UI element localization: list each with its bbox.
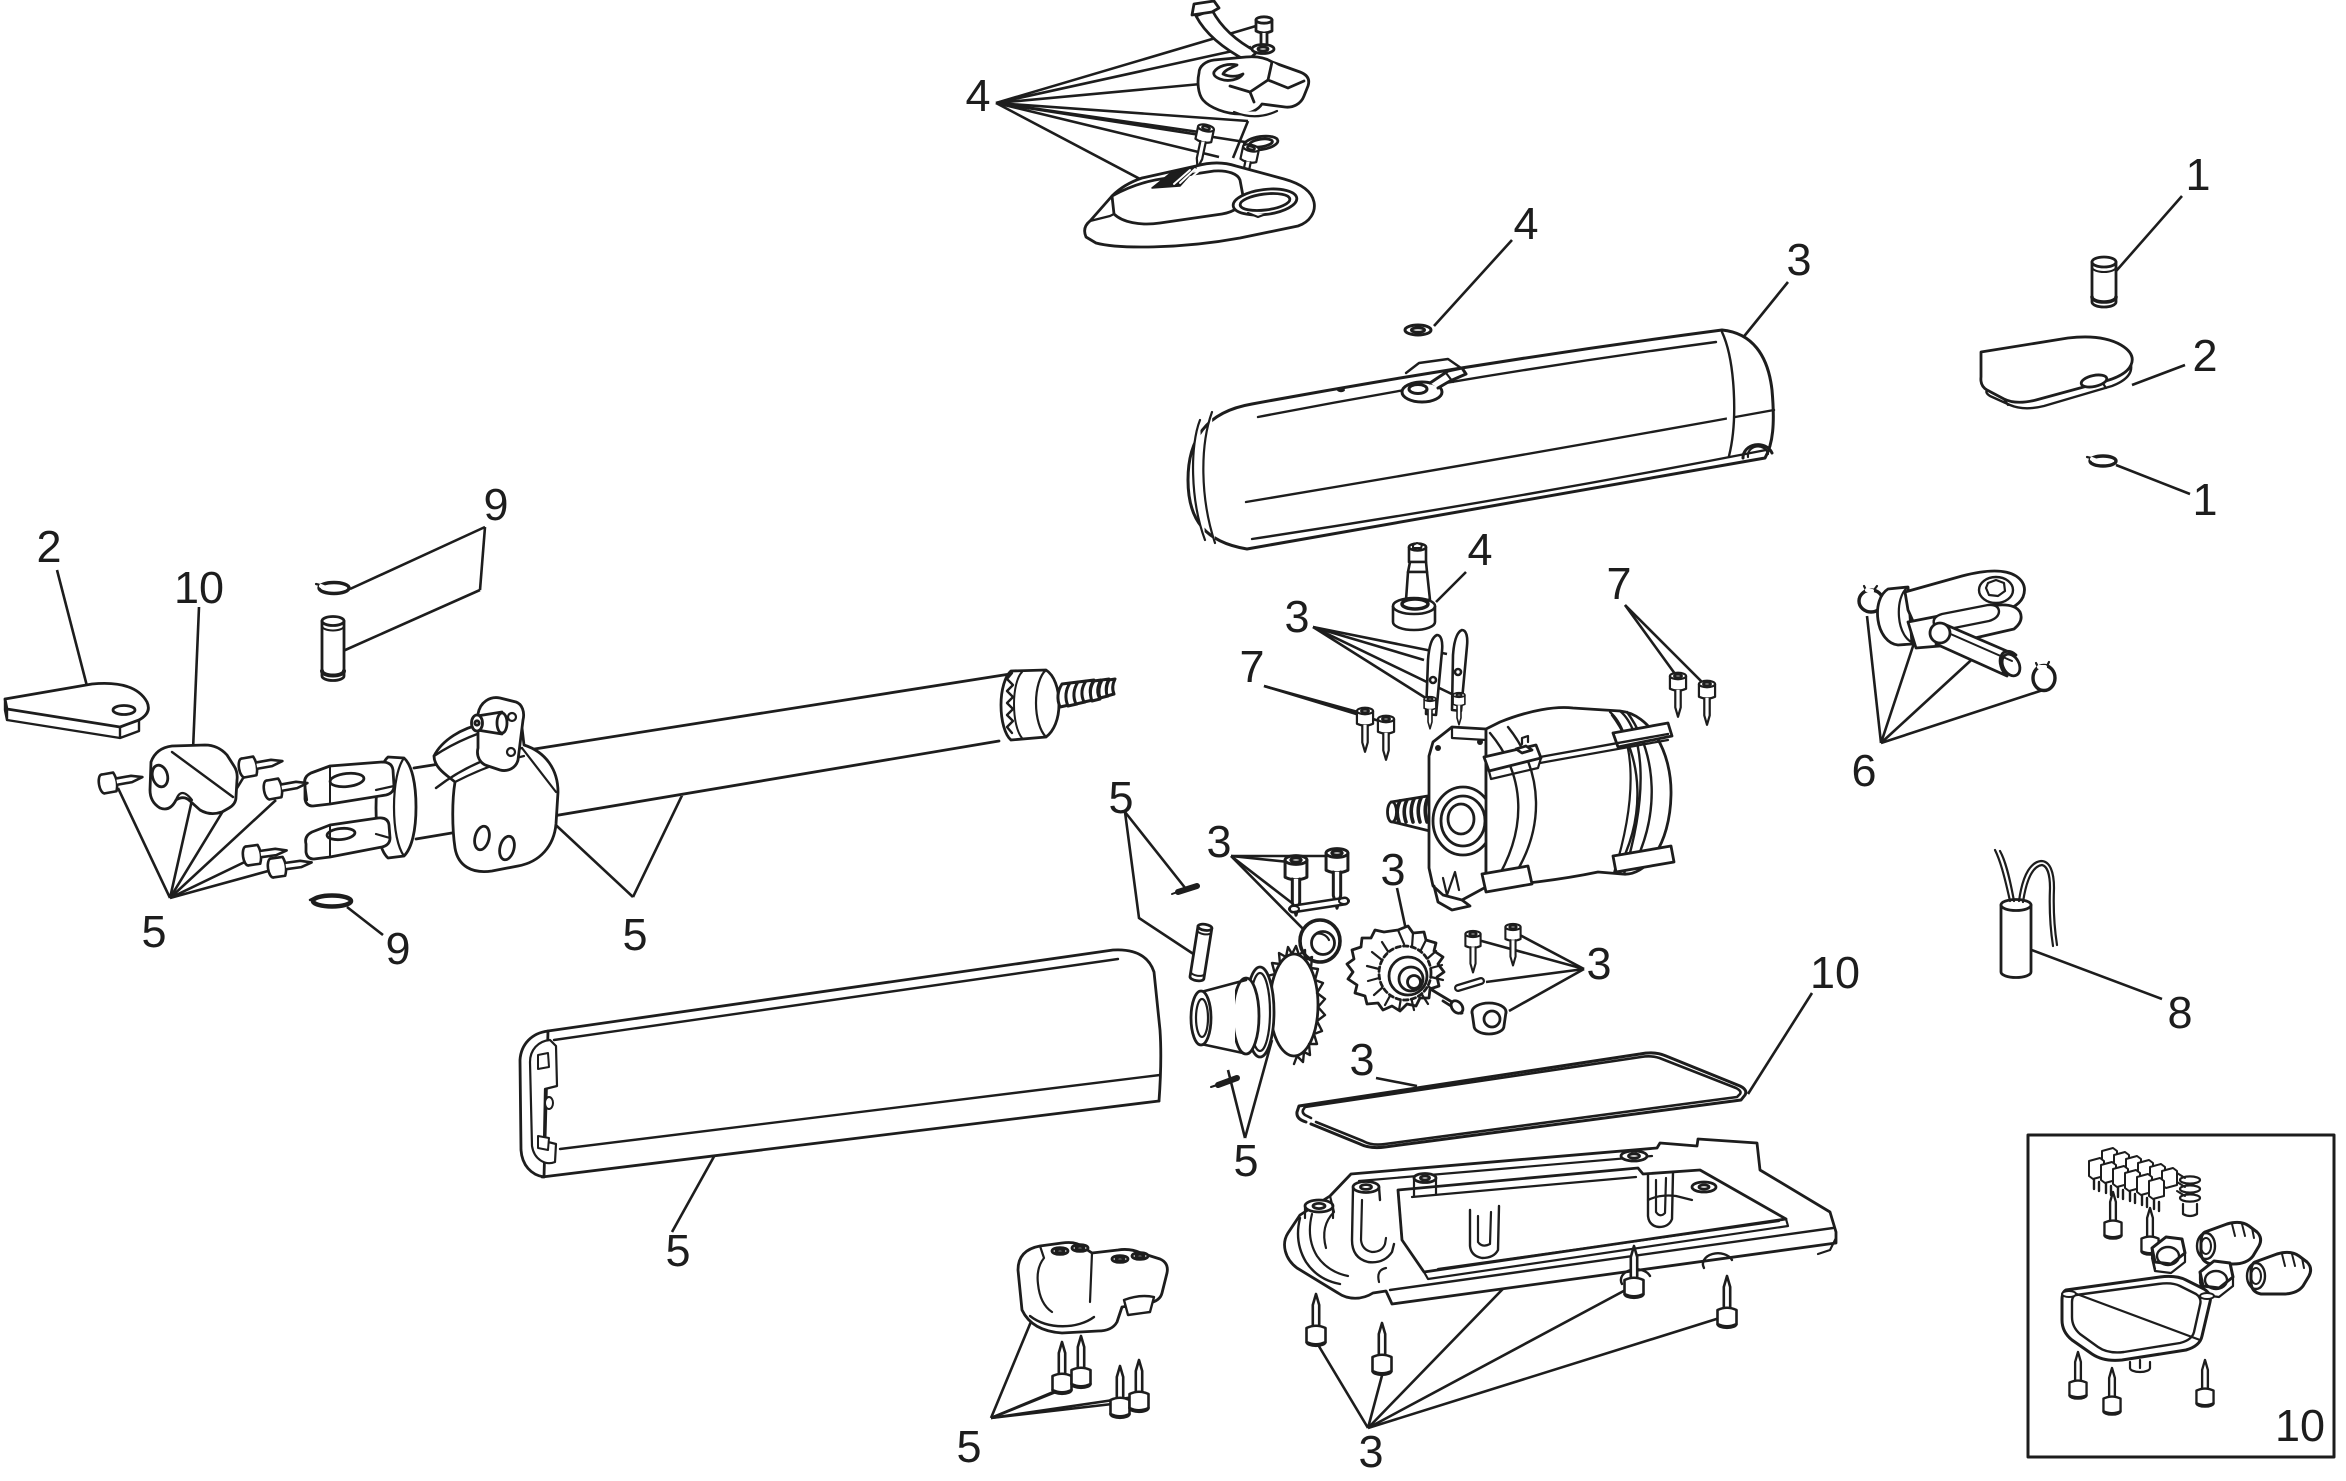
svg-text:10: 10 [174,562,224,613]
svg-text:4: 4 [1467,524,1492,575]
svg-text:5: 5 [1233,1135,1258,1186]
svg-text:3: 3 [1284,591,1309,642]
svg-text:5: 5 [956,1421,981,1472]
svg-text:1: 1 [2192,474,2217,525]
svg-text:5: 5 [665,1225,690,1276]
svg-text:9: 9 [385,923,410,974]
svg-text:5: 5 [1108,772,1133,823]
svg-text:2: 2 [2192,330,2217,381]
svg-text:4: 4 [965,70,990,121]
svg-text:10: 10 [2275,1400,2325,1451]
svg-text:3: 3 [1349,1034,1374,1085]
svg-text:3: 3 [1586,938,1611,989]
svg-text:7: 7 [1606,558,1631,609]
svg-text:8: 8 [2167,987,2192,1038]
svg-text:9: 9 [483,479,508,530]
svg-text:1: 1 [2185,149,2210,200]
svg-text:3: 3 [1206,816,1231,867]
svg-text:3: 3 [1358,1426,1383,1477]
svg-text:6: 6 [1851,745,1876,796]
svg-text:3: 3 [1380,844,1405,895]
svg-text:7: 7 [1239,641,1264,692]
svg-text:4: 4 [1513,198,1538,249]
svg-text:3: 3 [1786,234,1811,285]
svg-text:5: 5 [622,909,647,960]
svg-text:10: 10 [1810,947,1860,998]
svg-text:5: 5 [141,906,166,957]
svg-text:2: 2 [36,521,61,572]
